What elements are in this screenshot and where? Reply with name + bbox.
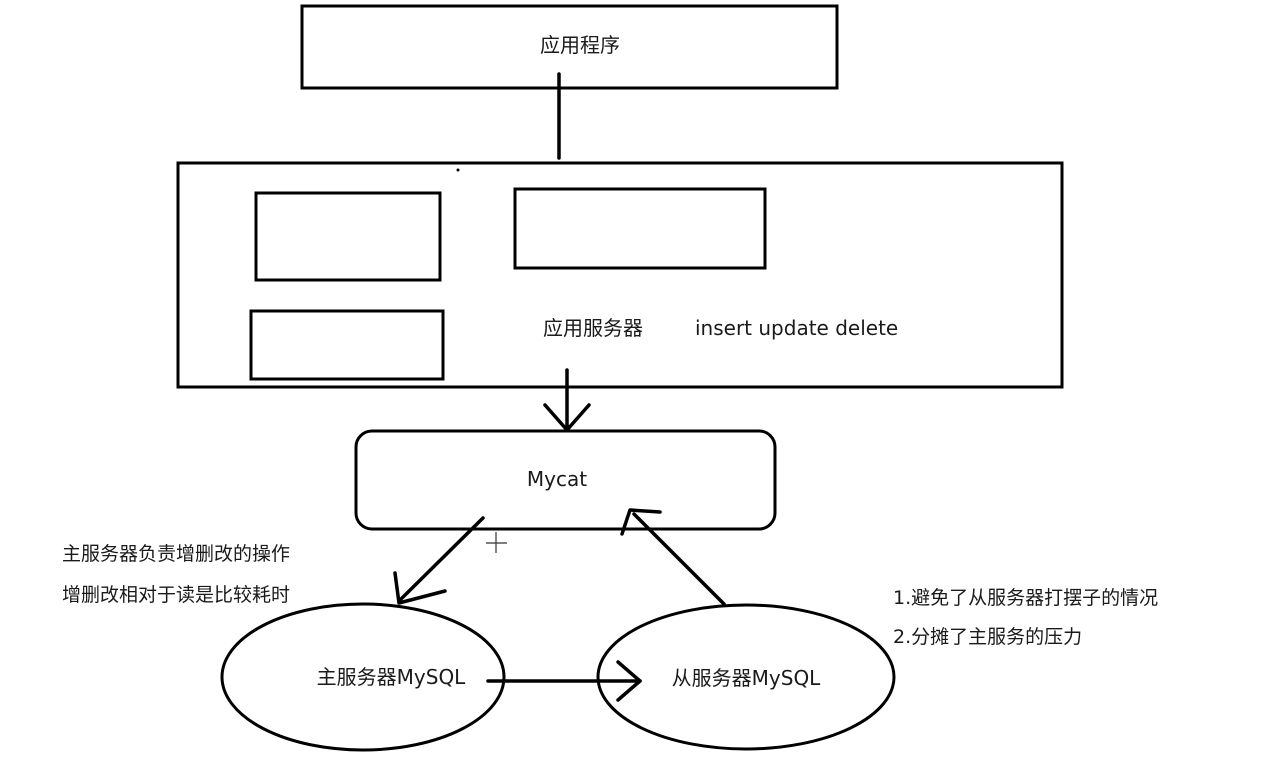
node-master-ellipse — [220, 602, 506, 752]
node-slave-ellipse — [596, 603, 896, 751]
node-slave: 从服务器MySQL — [596, 603, 896, 751]
note-left-line: 主服务器负责增删改的操作 — [62, 543, 290, 565]
server-instance-box — [513, 187, 767, 270]
crosshair-mark — [486, 532, 507, 553]
node-mycat: Mycat — [354, 429, 777, 531]
node-app: 应用程序 — [300, 4, 839, 90]
node-slave-label: 从服务器MySQL — [672, 666, 822, 690]
stray-dot — [456, 168, 460, 172]
note-right: 1.避免了从服务器打摆子的情况 2.分摊了主服务的压力 — [893, 587, 1158, 648]
arrow-server-to-mycat — [543, 368, 591, 432]
node-app-label: 应用程序 — [540, 33, 620, 57]
arrow-mycat-to-master — [393, 516, 485, 605]
note-right-line: 1.避免了从服务器打摆子的情况 — [893, 587, 1158, 609]
node-mycat-box — [354, 429, 777, 531]
node-app-server: 应用服务器 insert update delete — [176, 161, 1064, 389]
node-app-box — [300, 4, 839, 90]
node-master-label: 主服务器MySQL — [317, 665, 467, 689]
write-operations-label: insert update delete — [695, 316, 898, 340]
node-master: 主服务器MySQL — [220, 602, 506, 752]
note-left-line: 增删改相对于读是比较耗时 — [62, 584, 290, 606]
node-mycat-label: Mycat — [527, 467, 587, 491]
note-right-line: 2.分摊了主服务的压力 — [893, 626, 1082, 648]
arrow-master-to-slave — [486, 660, 642, 702]
server-instance-box — [254, 191, 442, 282]
arrow-slave-to-mycat — [620, 508, 726, 606]
note-left: 主服务器负责增删改的操作 增删改相对于读是比较耗时 — [62, 543, 290, 606]
node-app-server-label: 应用服务器 — [543, 316, 643, 340]
server-instance-box — [249, 309, 445, 381]
node-app-server-box — [176, 161, 1064, 389]
